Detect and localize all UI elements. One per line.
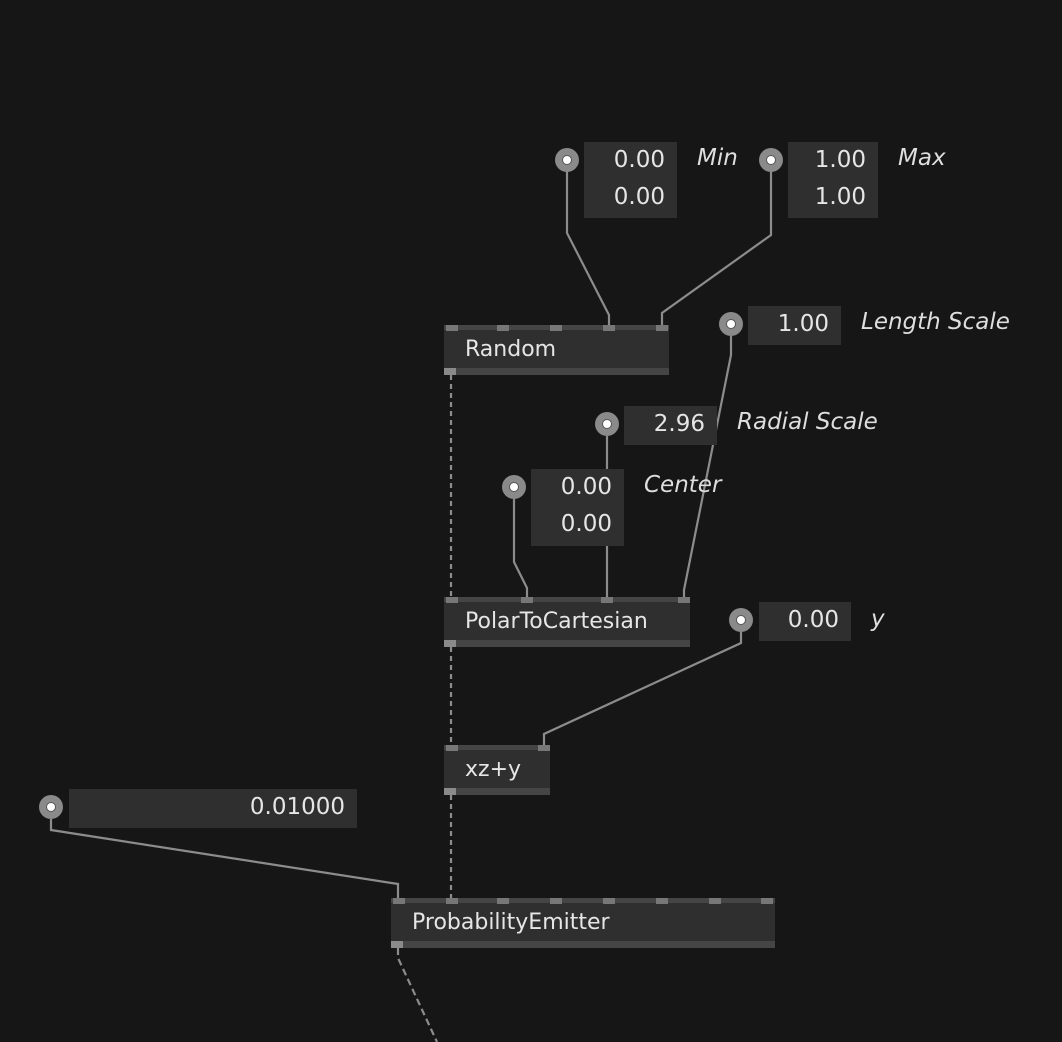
input-port[interactable]	[656, 325, 668, 331]
node-probability-emitter[interactable]: ProbabilityEmitter	[391, 898, 775, 948]
param-length-scale-handle[interactable]	[719, 312, 743, 336]
param-max-label: Max	[898, 145, 946, 171]
radial-scale-value[interactable]: 2.96	[653, 411, 705, 437]
input-port[interactable]	[446, 745, 458, 751]
output-port[interactable]	[444, 788, 456, 795]
center-value-1[interactable]: 0.00	[560, 474, 612, 500]
node-title: Random	[465, 337, 557, 362]
output-port[interactable]	[444, 368, 456, 375]
wire-max-random	[660, 171, 773, 327]
node-random[interactable]: Random	[444, 325, 669, 375]
param-min-label: Min	[697, 145, 738, 171]
output-port[interactable]	[444, 640, 456, 647]
input-port[interactable]	[538, 745, 550, 751]
min-value-1[interactable]: 0.00	[613, 147, 665, 173]
node-input-bar	[391, 898, 775, 903]
param-probability-value[interactable]: 0.01000	[69, 789, 357, 828]
node-title: ProbabilityEmitter	[412, 910, 610, 935]
node-input-bar	[444, 597, 690, 602]
param-y-label: y	[871, 606, 885, 632]
output-port[interactable]	[391, 941, 403, 948]
max-value-1[interactable]: 1.00	[814, 147, 866, 173]
param-max-handle[interactable]	[759, 148, 783, 172]
param-center-value[interactable]: 0.00 0.00	[531, 469, 624, 546]
wire-center-polar	[512, 499, 529, 599]
input-port[interactable]	[497, 325, 509, 331]
param-min-value[interactable]: 0.00 0.00	[584, 142, 677, 218]
node-output-bar	[444, 640, 690, 647]
wire-min-random	[565, 171, 611, 327]
input-port[interactable]	[446, 325, 458, 331]
node-output-bar	[444, 788, 550, 795]
node-title: xz+y	[465, 757, 522, 782]
param-radial-scale-label: Radial Scale	[737, 409, 878, 435]
param-radial-scale-value[interactable]: 2.96	[624, 406, 717, 445]
input-port[interactable]	[709, 898, 721, 904]
max-value-2[interactable]: 1.00	[814, 184, 866, 210]
input-port[interactable]	[603, 325, 615, 331]
wire-emitter-out	[396, 948, 438, 1042]
input-port[interactable]	[601, 597, 613, 603]
node-input-bar	[444, 745, 550, 750]
node-output-bar	[444, 368, 669, 375]
node-output-bar	[391, 941, 775, 948]
min-value-2[interactable]: 0.00	[613, 184, 665, 210]
node-xz-plus-y[interactable]: xz+y	[444, 745, 550, 795]
input-port[interactable]	[550, 898, 562, 904]
input-port[interactable]	[497, 898, 509, 904]
input-port[interactable]	[446, 597, 458, 603]
param-y-handle[interactable]	[729, 608, 753, 632]
param-y-value[interactable]: 0.00	[759, 602, 851, 641]
input-port[interactable]	[761, 898, 773, 904]
param-center-label: Center	[644, 472, 722, 498]
param-max-value[interactable]: 1.00 1.00	[788, 142, 878, 218]
input-port[interactable]	[656, 898, 668, 904]
param-min-handle[interactable]	[555, 148, 579, 172]
node-title: PolarToCartesian	[465, 609, 648, 634]
param-probability-handle[interactable]	[39, 795, 63, 819]
input-port[interactable]	[550, 325, 562, 331]
probability-value[interactable]: 0.01000	[249, 794, 345, 820]
wire-length-polar	[682, 336, 733, 599]
input-port[interactable]	[603, 898, 615, 904]
param-length-scale-label: Length Scale	[861, 309, 1010, 335]
input-port[interactable]	[393, 898, 405, 904]
center-value-2[interactable]: 0.00	[560, 511, 612, 537]
node-polar-to-cartesian[interactable]: PolarToCartesian	[444, 597, 690, 647]
input-port[interactable]	[446, 898, 458, 904]
param-center-handle[interactable]	[502, 475, 526, 499]
wire-y-xzy	[542, 632, 743, 746]
y-value[interactable]: 0.00	[787, 607, 839, 633]
input-port[interactable]	[678, 597, 690, 603]
wire-prob-emitter	[49, 819, 400, 900]
length-scale-value[interactable]: 1.00	[777, 311, 829, 337]
input-port[interactable]	[521, 597, 533, 603]
param-radial-scale-handle[interactable]	[595, 412, 619, 436]
param-length-scale-value[interactable]: 1.00	[748, 306, 841, 345]
